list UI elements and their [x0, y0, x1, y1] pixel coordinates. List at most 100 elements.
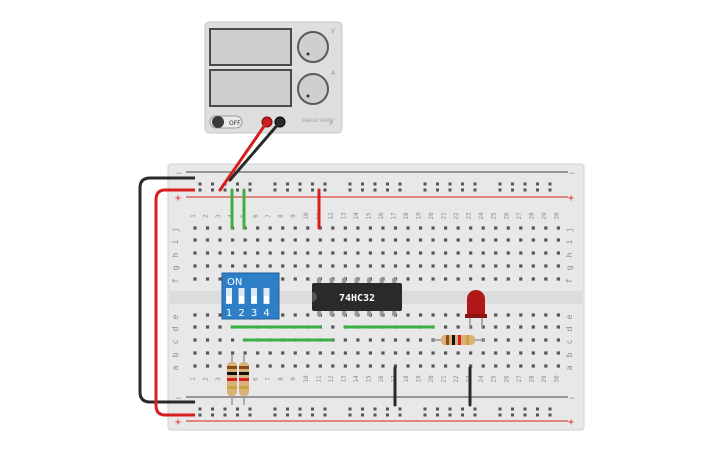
rail-hole[interactable]: [223, 413, 227, 417]
hole[interactable]: [556, 264, 560, 268]
hole[interactable]: [431, 251, 435, 255]
rail-hole[interactable]: [448, 182, 452, 186]
chip-74hc32[interactable]: 74HC32: [312, 278, 402, 316]
rail-hole[interactable]: [248, 188, 252, 192]
hole[interactable]: [418, 338, 423, 342]
hole[interactable]: [218, 238, 222, 242]
hole[interactable]: [531, 351, 535, 355]
hole[interactable]: [281, 277, 285, 281]
hole[interactable]: [193, 251, 197, 255]
hole[interactable]: [193, 338, 197, 342]
hole[interactable]: [506, 338, 510, 342]
hole[interactable]: [456, 251, 460, 255]
rail-hole[interactable]: [236, 182, 239, 186]
hole[interactable]: [381, 238, 385, 242]
hole[interactable]: [268, 264, 272, 268]
rail-hole[interactable]: [373, 407, 377, 411]
hole[interactable]: [293, 277, 297, 281]
hole[interactable]: [544, 364, 548, 368]
rail-hole[interactable]: [398, 413, 402, 417]
hole[interactable]: [281, 226, 285, 230]
hole[interactable]: [306, 251, 310, 255]
rail-hole[interactable]: [286, 407, 289, 411]
hole[interactable]: [519, 338, 523, 342]
hole[interactable]: [281, 251, 285, 255]
rail-hole[interactable]: [448, 413, 452, 417]
hole[interactable]: [281, 351, 285, 355]
hole[interactable]: [381, 251, 385, 255]
hole[interactable]: [481, 226, 485, 230]
hole[interactable]: [193, 351, 197, 355]
hole[interactable]: [281, 238, 285, 242]
rail-hole[interactable]: [498, 188, 502, 192]
rail-hole[interactable]: [461, 407, 464, 411]
hole[interactable]: [331, 351, 335, 355]
rail-hole[interactable]: [298, 407, 302, 411]
voltage-knob[interactable]: [297, 31, 329, 63]
hole[interactable]: [544, 277, 548, 281]
rail-hole[interactable]: [348, 413, 352, 417]
rail-hole[interactable]: [511, 407, 514, 411]
rail-hole[interactable]: [273, 413, 277, 417]
hole[interactable]: [268, 238, 272, 242]
rail-hole[interactable]: [198, 407, 202, 411]
hole[interactable]: [193, 313, 197, 317]
hole[interactable]: [343, 351, 347, 355]
rail-hole[interactable]: [423, 413, 427, 417]
hole[interactable]: [193, 238, 197, 242]
hole[interactable]: [506, 325, 510, 329]
hole[interactable]: [519, 364, 523, 368]
hole[interactable]: [456, 277, 460, 281]
rail-hole[interactable]: [323, 413, 327, 417]
rail-hole[interactable]: [273, 188, 277, 192]
resistor-led[interactable]: [432, 335, 484, 345]
hole[interactable]: [193, 277, 197, 281]
hole[interactable]: [531, 251, 535, 255]
hole[interactable]: [243, 251, 247, 255]
hole[interactable]: [406, 238, 410, 242]
hole[interactable]: [243, 351, 247, 355]
hole[interactable]: [444, 313, 448, 317]
rail-hole[interactable]: [286, 188, 289, 192]
rail-hole[interactable]: [286, 182, 289, 186]
hole[interactable]: [544, 264, 548, 268]
hole[interactable]: [381, 351, 385, 355]
rail-hole[interactable]: [498, 413, 502, 417]
hole[interactable]: [469, 264, 473, 268]
rail-hole[interactable]: [286, 413, 289, 417]
hole[interactable]: [281, 364, 285, 368]
hole[interactable]: [306, 238, 310, 242]
hole[interactable]: [418, 251, 423, 255]
hole[interactable]: [556, 251, 560, 255]
hole[interactable]: [230, 238, 235, 242]
hole[interactable]: [356, 226, 360, 230]
rail-hole[interactable]: [398, 182, 402, 186]
hole[interactable]: [444, 226, 448, 230]
rail-hole[interactable]: [311, 188, 314, 192]
hole[interactable]: [519, 351, 523, 355]
hole[interactable]: [481, 277, 485, 281]
hole[interactable]: [318, 351, 322, 355]
hole[interactable]: [418, 226, 423, 230]
hole[interactable]: [256, 351, 260, 355]
hole[interactable]: [531, 313, 535, 317]
hole[interactable]: [268, 364, 272, 368]
hole[interactable]: [230, 251, 235, 255]
hole[interactable]: [368, 364, 373, 368]
hole[interactable]: [343, 226, 347, 230]
hole[interactable]: [406, 364, 410, 368]
hole[interactable]: [519, 238, 523, 242]
hole[interactable]: [343, 264, 347, 268]
rail-hole[interactable]: [323, 188, 327, 192]
hole[interactable]: [218, 364, 222, 368]
power-supply[interactable]: V A OFF ENERGY SUPPLY ⚡: [204, 21, 343, 134]
rail-hole[interactable]: [423, 188, 427, 192]
hole[interactable]: [205, 277, 210, 281]
rail-hole[interactable]: [211, 188, 214, 192]
hole[interactable]: [293, 251, 297, 255]
hole[interactable]: [268, 351, 272, 355]
rail-hole[interactable]: [436, 413, 439, 417]
hole[interactable]: [356, 338, 360, 342]
hole[interactable]: [281, 313, 285, 317]
hole[interactable]: [418, 313, 423, 317]
